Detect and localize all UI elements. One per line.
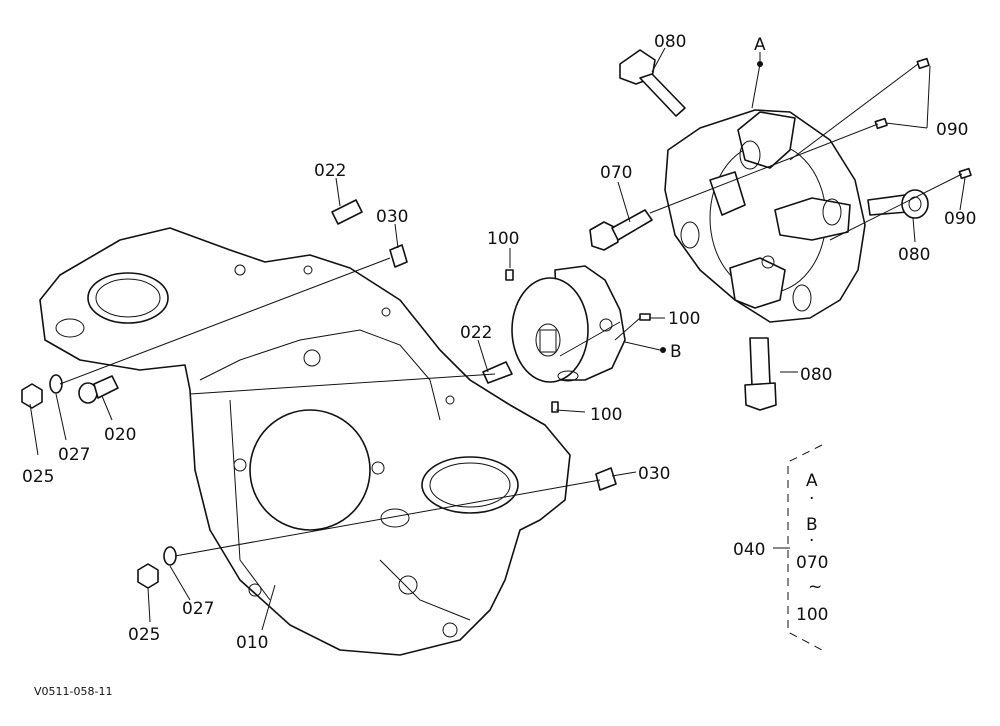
nut-025 [21,383,159,589]
callout-100-top: 100 [487,229,519,249]
legend-item-070: 070 [796,553,828,573]
callout-025-top: 025 [22,467,54,487]
callout-080-bottom: 080 [800,365,832,385]
callout-027-bottom: 027 [182,599,214,619]
callout-080-right: 080 [898,245,930,265]
leader-lines [29,47,966,631]
bolt-080-right [867,189,929,219]
callout-100-mid: 100 [668,309,700,329]
legend-item-100: 100 [796,605,828,625]
callout-010: 010 [236,633,268,653]
bolt-020 [78,375,119,404]
callout-030-top: 030 [376,207,408,227]
legend-item-a: A [806,471,818,491]
callout-100-bottom: 100 [590,405,622,425]
callout-090-top: 090 [936,120,968,140]
callout-070: 070 [600,163,632,183]
callout-ref-b: B [670,342,682,362]
legend-item-dot-1: · [809,489,814,509]
callout-030-bottom: 030 [638,464,670,484]
callout-020: 020 [104,425,136,445]
callout-080-top: 080 [654,32,686,52]
pin-100 [505,269,651,413]
callout-022-top: 022 [314,161,346,181]
legend-item-b: B [806,515,818,535]
alignment-lines [59,63,963,557]
callout-022-mid: 022 [460,323,492,343]
callout-090-right: 090 [944,209,976,229]
callouts: 022 030 100 022 030 080 A 070 090 090 08… [22,32,976,653]
callout-025-bottom: 025 [128,625,160,645]
coupling-element [664,109,866,323]
flywheel-housing [39,227,571,656]
reference-a-dot [757,61,763,67]
bolt-070 [589,209,653,251]
stud-022 [331,199,513,384]
bolt-080-bottom [744,337,777,411]
bolt-080-top [619,49,686,117]
legend-label: 040 [733,540,765,560]
washer-027 [49,374,177,566]
figure-code: V0511-058-11 [34,685,112,698]
legend-item-tilde: ~ [808,577,822,597]
callout-027-top: 027 [58,445,90,465]
legend-item-dot-2: · [809,531,814,551]
reference-b-dot [660,347,666,353]
callout-ref-a: A [754,35,766,55]
coupling-hub [511,265,626,383]
kit-legend: 040 A · B · 070 ~ 100 [733,444,828,651]
pin-090 [874,57,972,180]
